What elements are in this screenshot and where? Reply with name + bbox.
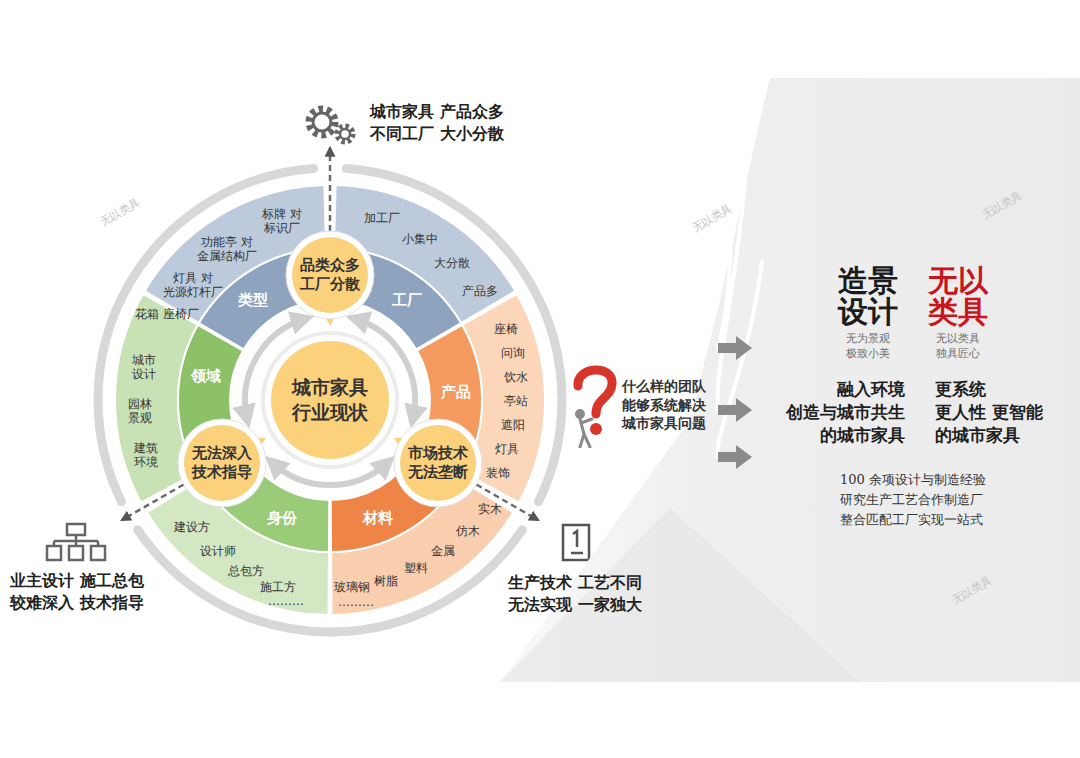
gear-icon (300, 98, 360, 148)
logo-text: 造景设计 (837, 266, 900, 327)
text-holder: 市场技术 无法垄断 (393, 418, 483, 508)
callout-box: 业主设计 施工总包 较难深入 技术指导 (10, 520, 164, 613)
watermark: 无以类具 (689, 201, 735, 236)
sector-item: 实木 (478, 503, 502, 517)
sector-item: 大分散 (434, 257, 470, 271)
sector-item: 灯具 对 光源灯杆厂 (162, 272, 223, 300)
sector-item: 标牌 对 标识厂 (262, 208, 303, 236)
sector-item: 饮水 (504, 371, 528, 385)
sector-item: 功能亭 对 金属结构厂 (196, 236, 257, 264)
sector-item: 城市 设计 (131, 354, 157, 382)
text-holder: 城市家具 行业现状 (260, 330, 400, 470)
sector-item: 园林 景观 (127, 398, 153, 426)
sector-item: 建筑 环境 (133, 442, 159, 470)
sector-item: 遮阳 (501, 419, 525, 433)
sector-item: 塑料 (404, 562, 428, 576)
sector-item: 亭站 (504, 395, 528, 409)
text-holder: 无法深入 技术指导 (177, 418, 267, 508)
question-figure (570, 362, 618, 448)
circle-shape (260, 330, 400, 470)
sector-item: 总包方 (228, 565, 264, 579)
sector-item: ……… (268, 595, 304, 609)
sector-item: 玻璃钢 (334, 581, 370, 595)
text-holder: 品类众多 工厂分散 (285, 230, 375, 320)
pin-text: 品类众多 工厂分散 (299, 256, 362, 294)
pin-text: 市场技术 无法垄断 (407, 444, 470, 482)
block-arrows (718, 336, 752, 469)
sector-label: 类型 (238, 291, 268, 310)
sector-item: 加工厂 (364, 212, 400, 226)
sector-label: 材料 (363, 509, 393, 528)
wrap-spacer (996, 378, 1064, 397)
outer-ring (98, 169, 562, 632)
center-circle: 城市家具 行业现状 (260, 330, 400, 470)
sector-label: 产品 (441, 383, 471, 402)
center-text: 城市家具 行业现状 (289, 375, 371, 424)
sector-item: 树脂 (374, 575, 398, 589)
callout-text: 业主设计 施工总包 较难深入 技术指导 (10, 570, 164, 613)
sector-item: 花箱 座椅厂 (135, 308, 199, 322)
slogan-text: 更系统 更人性 更智能 的城市家具 (935, 378, 1064, 447)
logo-text: 无以类具 (927, 266, 990, 327)
pin-callout: 市场技术 无法垄断 (393, 418, 483, 508)
sector-item: ……… (338, 596, 374, 610)
logo-tagline: 无以类具 独具匠心 (932, 331, 984, 362)
logo-tagline: 无为景观 极致小美 (842, 331, 894, 362)
sector-item: 建设方 (174, 521, 210, 535)
dashed-arrow (329, 148, 332, 231)
watermark: 无以类具 (979, 188, 1025, 223)
sector-label: 工厂 (392, 291, 422, 310)
callout-text: 城市家具 产品众多 不同工厂 大小分散 (370, 101, 524, 144)
pin-callout: 无法深入 技术指导 (177, 418, 267, 508)
pin-text: 无法深入 技术指导 (190, 444, 253, 482)
sector-label: 领域 (191, 367, 221, 386)
sector-label: 身份 (267, 509, 297, 528)
sector-item: 金属 (431, 545, 455, 559)
slogan-text: 融入环境 创造与城市共生 的城市家具 (781, 378, 905, 447)
cycle-arrows (245, 319, 415, 485)
sector-item: 仿木 (456, 525, 480, 539)
question-text: 什么样的团队 能够系统解决 城市家具问题 (622, 377, 709, 434)
watermark: 无以类具 (97, 195, 143, 230)
sector-item: 设计师 (200, 545, 236, 559)
sector-item: 装饰 (486, 467, 510, 481)
callout-box: 城市家具 产品众多 不同工厂 大小分散 (300, 98, 524, 148)
sector-item: 施工方 (260, 581, 296, 595)
experience-text: 100 余项设计与制造经验 研究生产工艺合作制造厂 整合匹配工厂实现一站式 (840, 470, 987, 530)
document-icon (560, 522, 594, 564)
sector-item: 小集中 (402, 233, 438, 247)
watermark: 无以类具 (949, 573, 995, 608)
pin-callout: 品类众多 工厂分散 (285, 230, 375, 320)
sector-item: 问询 (501, 347, 525, 361)
sector-item: 灯具 (495, 443, 519, 457)
swoosh-lines (705, 85, 762, 457)
sector-item: 座椅 (494, 323, 518, 337)
org-chart-icon (45, 522, 107, 562)
sector-item: 产品多 (462, 285, 498, 299)
callout-text: 生产技术 工艺不同 无法实现 一家独大 (508, 572, 662, 615)
